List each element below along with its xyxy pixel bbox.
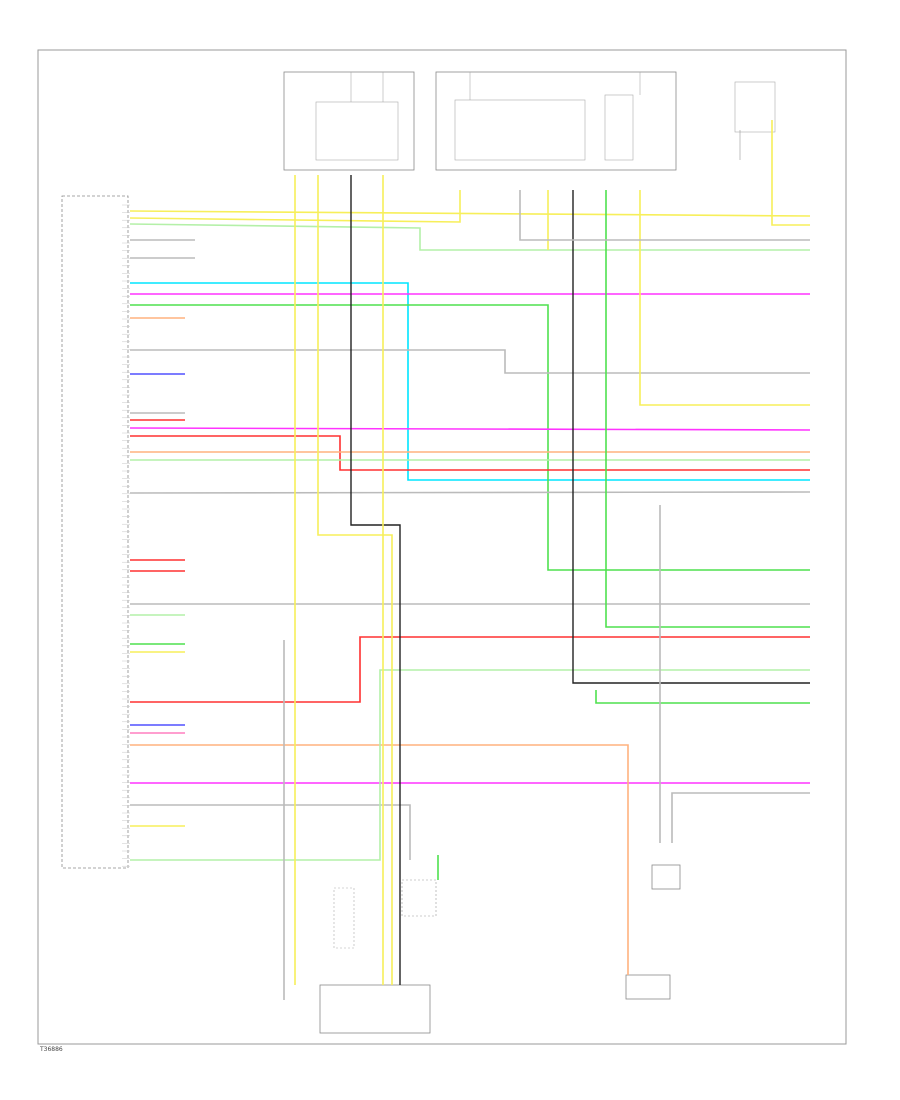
wire-cyan: [130, 282, 810, 481]
switch-component: [401, 879, 437, 917]
wire-black: [572, 190, 810, 684]
right-relay: [734, 81, 776, 133]
ecm-connector: [61, 195, 129, 869]
fuse-box-left: [283, 71, 415, 171]
wire-gray: [130, 349, 810, 374]
wire-gray: [130, 804, 411, 860]
module-assembly: [319, 984, 431, 1034]
wire-gray: [519, 190, 810, 241]
outer-border: [37, 49, 847, 1045]
relay-group: [454, 99, 586, 161]
wire-gray: [671, 792, 810, 843]
wire-green: [595, 690, 810, 704]
wire-green: [130, 304, 810, 571]
sensor-component-2: [651, 864, 681, 890]
fuse-box-right: [435, 71, 677, 171]
wire-yellow: [317, 175, 393, 985]
wire-red: [130, 636, 810, 703]
page-id: T36886: [40, 1046, 63, 1053]
sensor-component: [625, 974, 671, 1000]
wire-black: [350, 175, 401, 985]
wire-yellow: [639, 190, 810, 406]
wire-light_green: [130, 669, 810, 861]
wire-orange: [130, 744, 629, 975]
wire-light_green: [129, 223, 810, 251]
wire-yellow: [129, 190, 461, 223]
wire-yellow: [129, 210, 811, 217]
relay-box: [604, 94, 634, 161]
wire-gray: [129, 491, 811, 494]
wire-magenta: [129, 427, 811, 431]
wire-green: [605, 190, 810, 628]
wire-red: [130, 435, 810, 471]
fuse-group-1: [315, 101, 399, 161]
dashed-switch: [333, 887, 355, 949]
wire-yellow: [771, 120, 810, 226]
wire-group: [122, 120, 811, 1000]
